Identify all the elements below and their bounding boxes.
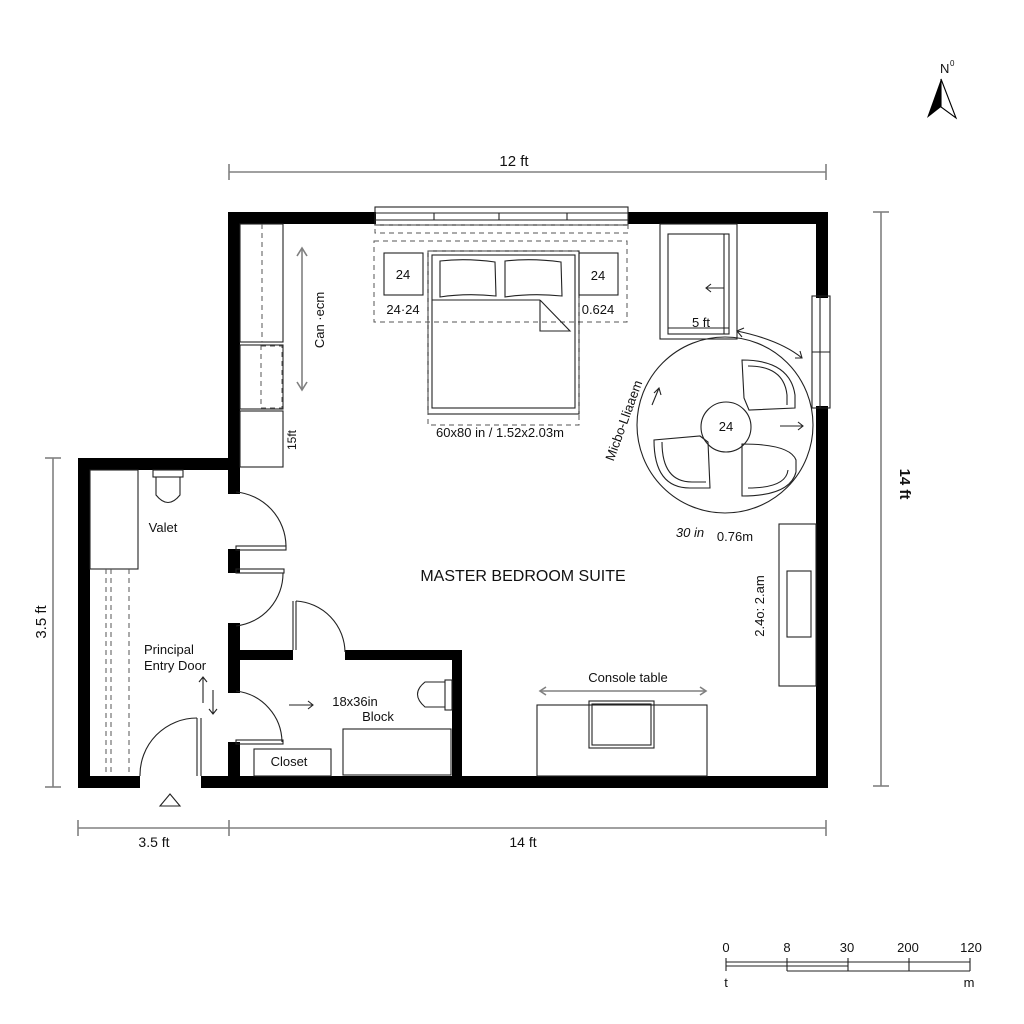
- entry-marker-icon: [158, 793, 182, 807]
- scale-unit-right: m: [964, 975, 975, 990]
- console-table-label: Console table: [588, 670, 668, 685]
- scale-tick: 30: [840, 940, 854, 955]
- nightstand-left-size: 24·24: [386, 302, 419, 317]
- seating-clearance-imperial: 30 in: [676, 525, 704, 540]
- armoire-label: 5 ft: [692, 315, 710, 330]
- valet-label: Valet: [149, 520, 178, 535]
- dimension-bottom: 3.5 ft 14 ft: [77, 820, 827, 850]
- dimension-bottom-left-label: 3.5 ft: [138, 834, 169, 850]
- bath-block: 18x36in Block Closet: [253, 679, 453, 777]
- scale-tick: 200: [897, 940, 919, 955]
- tv-unit-label: 2.4o: 2.am: [752, 575, 767, 636]
- entry-label-line2: Entry Door: [144, 658, 207, 673]
- armoire: 5 ft: [659, 223, 738, 340]
- scale-tick: 0: [722, 940, 729, 955]
- dimension-top-label: 12 ft: [499, 153, 529, 170]
- dimension-right-label: 14 ft: [896, 469, 913, 500]
- console-table: Console table: [536, 670, 708, 777]
- wardrobe: Can ·ecm 15ft: [239, 223, 327, 468]
- scale-bar: 0 8 30 200 120 t m: [722, 940, 981, 990]
- doors: [139, 491, 346, 777]
- dimension-left-label: 3.5 ft: [33, 604, 50, 638]
- scale-tick: 8: [783, 940, 790, 955]
- dimension-top: 12 ft: [228, 153, 827, 180]
- north-arrow-icon: N 0: [927, 59, 958, 120]
- scale-unit-left: t: [724, 975, 728, 990]
- seating-area: 24 Micbo-Lliaaem 30 in 0.76m: [602, 327, 814, 544]
- wardrobe-label: Can ·ecm: [312, 292, 327, 348]
- svg-text:N: N: [940, 61, 949, 76]
- entry-label-group: Principal Entry Door: [144, 642, 218, 807]
- scale-tick: 120: [960, 940, 982, 955]
- seating-clearance-metric: 0.76m: [717, 529, 753, 544]
- bed-group: 60x80 in / 1.52x2.03m: [373, 240, 628, 440]
- dimension-bottom-right-label: 14 ft: [509, 834, 536, 850]
- valet-area: Valet: [89, 469, 184, 776]
- walls: [78, 212, 828, 788]
- seating-arc-label: Micbo-Lliaaem: [602, 378, 645, 463]
- room-title: MASTER BEDROOM SUITE: [420, 568, 625, 585]
- bed-size-label: 60x80 in / 1.52x2.03m: [436, 425, 564, 440]
- nightstand-right-size: 0.624: [582, 302, 615, 317]
- entry-label-line1: Principal: [144, 642, 194, 657]
- nightstand-right-value: 24: [591, 268, 605, 283]
- nightstand-left-value: 24: [396, 267, 410, 282]
- seating-table-value: 24: [719, 419, 733, 434]
- dimension-left: 3.5 ft: [33, 457, 61, 788]
- dimension-right: 14 ft: [873, 211, 913, 787]
- bath-block-label: Block: [362, 709, 394, 724]
- nightstand-right: 24 0.624: [578, 252, 619, 317]
- window-top: [374, 206, 629, 234]
- tv-unit: 2.4o: 2.am: [752, 523, 817, 687]
- window-right: [811, 295, 831, 409]
- svg-text:0: 0: [950, 59, 955, 68]
- bath-block-size: 18x36in: [332, 694, 378, 709]
- closet-label: Closet: [271, 754, 308, 769]
- nightstand-left: 24 24·24: [383, 252, 424, 317]
- wardrobe-depth-label: 15ft: [285, 429, 299, 450]
